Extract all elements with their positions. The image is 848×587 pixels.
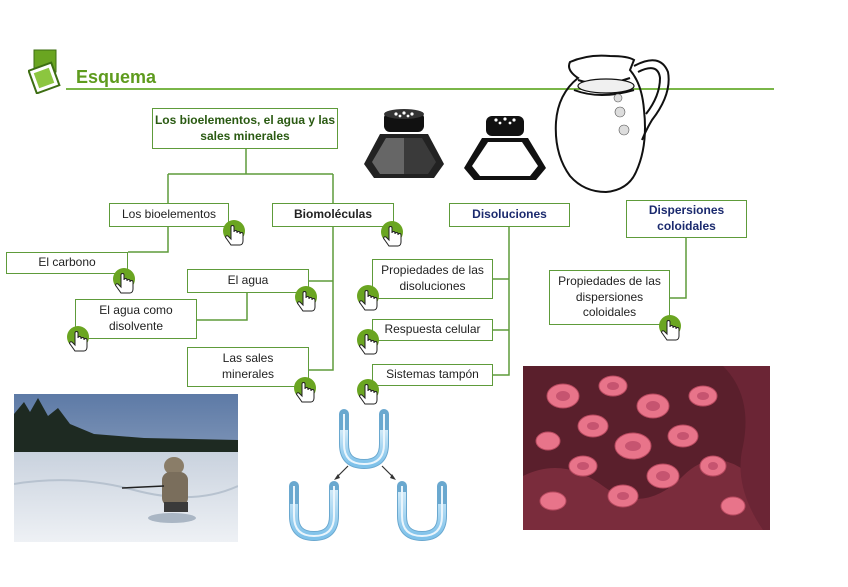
root-node-label: Los bioelementos, el agua y las sales mi… xyxy=(154,112,336,143)
node-bioelementos-label: Los bioelementos xyxy=(121,207,217,222)
pointing-hand-icon[interactable] xyxy=(355,378,381,410)
node-agua-disolvente-label: El agua como disolvente xyxy=(99,303,173,333)
node-sales-minerales[interactable]: Las sales minerales xyxy=(187,347,309,387)
water-jug-image xyxy=(548,50,674,195)
node-disoluciones-label: Disoluciones xyxy=(472,207,547,222)
node-disoluciones[interactable]: Disoluciones xyxy=(449,203,570,227)
salt-shaker-dark-image xyxy=(360,108,448,182)
node-respuesta-celular-label: Respuesta celular xyxy=(384,322,481,337)
pointing-hand-icon[interactable] xyxy=(293,285,319,317)
node-dispersiones-coloidales[interactable]: Dispersiones coloidales xyxy=(626,200,747,238)
node-propiedades-dispersiones[interactable]: Propiedades de las dispersiones coloidal… xyxy=(549,270,670,325)
root-node: Los bioelementos, el agua y las sales mi… xyxy=(152,108,338,149)
node-propiedades-disoluciones-label: Propiedades de las disoluciones xyxy=(381,263,484,293)
u-tube-diagram-image xyxy=(286,408,452,542)
pointing-hand-icon[interactable] xyxy=(379,220,405,252)
node-agua-disolvente[interactable]: El agua como disolvente xyxy=(75,299,197,339)
header-divider xyxy=(66,88,774,90)
node-sistemas-tampon[interactable]: Sistemas tampón xyxy=(372,364,493,386)
node-agua[interactable]: El agua xyxy=(187,269,309,293)
node-agua-label: El agua xyxy=(227,273,269,288)
pointing-hand-icon[interactable] xyxy=(657,314,683,346)
node-dispersiones-coloidales-label: Dispersiones coloidales xyxy=(648,203,725,233)
pointing-hand-icon[interactable] xyxy=(111,267,137,299)
salt-shaker-outline-image xyxy=(460,112,550,184)
pointing-hand-icon[interactable] xyxy=(221,219,247,251)
red-blood-cells-photo xyxy=(523,366,770,530)
node-bioelementos[interactable]: Los bioelementos xyxy=(109,203,229,227)
pointing-hand-icon[interactable] xyxy=(355,284,381,316)
node-sales-minerales-label: Las sales minerales xyxy=(221,351,275,381)
node-biomoleculas-label: Biomoléculas xyxy=(293,207,373,222)
ice-fishing-photo xyxy=(14,394,238,542)
header-logo-icon xyxy=(27,48,68,95)
node-sistemas-tampon-label: Sistemas tampón xyxy=(386,367,479,382)
pointing-hand-icon[interactable] xyxy=(355,328,381,360)
node-carbono[interactable]: El carbono xyxy=(6,252,128,274)
node-propiedades-disoluciones[interactable]: Propiedades de las disoluciones xyxy=(372,259,493,299)
node-respuesta-celular[interactable]: Respuesta celular xyxy=(372,319,493,341)
page-title: Esquema xyxy=(76,67,157,87)
node-biomoleculas[interactable]: Biomoléculas xyxy=(272,203,394,227)
pointing-hand-icon[interactable] xyxy=(292,376,318,408)
pointing-hand-icon[interactable] xyxy=(65,325,91,357)
node-propiedades-dispersiones-label: Propiedades de las dispersiones coloidal… xyxy=(558,274,661,320)
node-carbono-label: El carbono xyxy=(38,255,96,270)
